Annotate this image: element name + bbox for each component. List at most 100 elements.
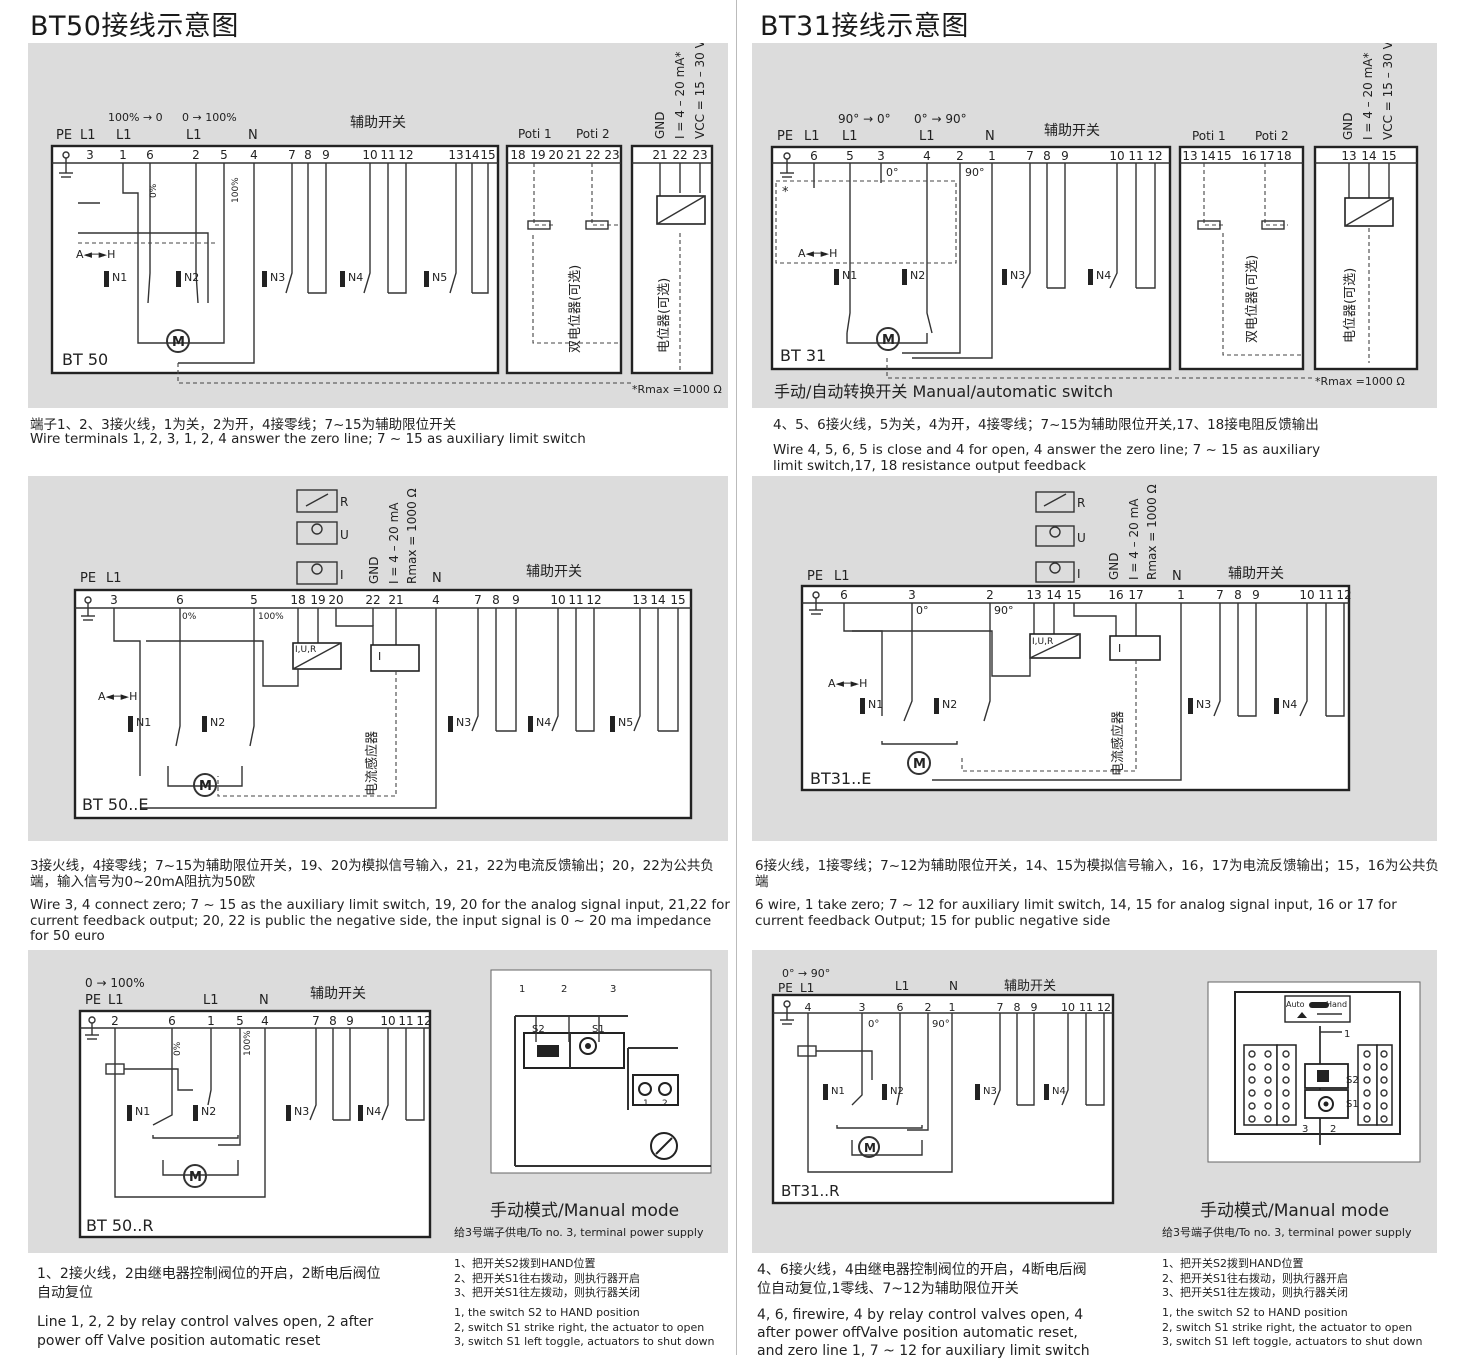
terminal-9: 10 (380, 1014, 395, 1028)
poti-terminal-6: 18 (1276, 149, 1291, 163)
poti-optional-label: 电位器(可选) (1343, 268, 1358, 343)
aux-switch-label: 辅助开关 (1228, 566, 1284, 582)
svg-text:M: M (189, 1170, 202, 1185)
current-source-icon: I (1035, 561, 1081, 583)
svg-text:R: R (1077, 496, 1085, 510)
svg-text:M: M (864, 1141, 876, 1155)
l1-label-a: L1 (108, 993, 124, 1008)
limit-switch-label-4: N4 (1096, 269, 1111, 282)
current-label: I = 4 – 20 mA (1127, 498, 1141, 580)
l1-label-b: L1 (116, 128, 132, 143)
limit-switch-icon (902, 269, 907, 285)
svg-text:U: U (340, 528, 349, 542)
limit-switch-icon (286, 1105, 291, 1121)
iur-label: I,U,R (1032, 637, 1053, 647)
terminal-1: 6 (840, 588, 848, 602)
n-label: N (259, 993, 269, 1008)
caption-bt31-zh: 4、5、6接火线，5为关，4为开，4接零线；7~15为辅助限位开关,17、18接… (773, 417, 1319, 433)
switch-terminal-1: 1 (519, 984, 525, 995)
terminal-7: 8 (1014, 1001, 1021, 1014)
terminal-2: 6 (176, 593, 184, 607)
diagram-bt31: PE L1 L1 L1 N 90° → 0° 0° → 90° 辅助开关 Pot… (770, 40, 1419, 401)
switch-s1-label: S1 (1346, 1099, 1359, 1110)
poti-terminal-3: 15 (1216, 149, 1231, 163)
terminal-10: 11 (398, 1014, 413, 1028)
motor-icon: M (183, 1164, 207, 1188)
aux-switch-label: 辅助开关 (526, 564, 582, 580)
aux-switch-label: 辅助开关 (1044, 123, 1100, 139)
manual-steps-zh-right: 1、把开关S2拨到HAND位置 2、把开关S1往右拨动，则执行器开启 3、把开关… (1162, 1257, 1348, 1301)
iur-label: I,U,R (295, 645, 316, 655)
step-en-2: 2, switch S1 strike right, the actuator … (1162, 1320, 1413, 1334)
earth-icon (780, 152, 794, 178)
model-label: BT31..E (810, 769, 871, 788)
terminal-12: 9 (512, 593, 520, 607)
current-label: I = 4 – 20 mA* (673, 52, 687, 139)
manual-mode-sub-left: 给3号端子供电/To no. 3, terminal power supply (454, 1226, 704, 1239)
terminal-box (78, 1009, 432, 1239)
rmax-note: *Rmax =1000 Ω (632, 383, 722, 396)
terminal-4: 2 (925, 1001, 932, 1014)
poti-terminal-1: 13 (1182, 149, 1197, 163)
manual-switch-illustration (1207, 981, 1421, 1163)
rmax-label: Rmax = 1000 Ω (405, 488, 419, 584)
poti2-label: Poti 2 (576, 127, 610, 141)
caption-bt31r-en: 4, 6, firewire, 4 by relay control valve… (757, 1307, 1090, 1359)
auto-hand-label: A◄─►H (76, 248, 115, 261)
manual-steps-zh-left: 1、把开关S2拨到HAND位置 2、把开关S1往右拨动，则执行器开启 3、把开关… (454, 1257, 640, 1301)
current-sensor-label: 电流感应器 (364, 731, 380, 796)
terminal-3: 6 (146, 148, 154, 162)
terminal-6: 1 (988, 149, 996, 163)
terminal-box (50, 144, 714, 375)
l1-label-a: L1 (804, 129, 820, 144)
limit-switch-icon (882, 1084, 887, 1100)
terminal-6: 7 (312, 1014, 320, 1028)
poti-terminal-2: 19 (530, 148, 545, 162)
caption-bt50r-en: Line 1, 2, 2 by relay control valves ope… (37, 1314, 374, 1349)
limit-switch-label-4: N4 (1052, 1086, 1066, 1097)
auto-label: Auto (1286, 1000, 1305, 1009)
i-block-label: I (378, 650, 381, 663)
terminal-10: 7 (1216, 588, 1224, 602)
terminal-14: 14 (464, 148, 479, 162)
terminal-1: 4 (805, 1001, 812, 1014)
auto-hand-label: A◄─►H (798, 247, 837, 260)
svg-text:M: M (882, 333, 895, 348)
svg-text:M: M (199, 779, 212, 794)
l1-label: L1 (106, 571, 122, 586)
caption-bt50e-en: Wire 3, 4 connect zero; 7 ~ 15 as the au… (30, 897, 730, 944)
terminal-11: 8 (492, 593, 500, 607)
zero-degree-label: 0° (916, 604, 929, 617)
connector-1-label: 1 (643, 1099, 649, 1109)
limit-switch-icon (934, 698, 939, 714)
limit-switch-label-4: N4 (366, 1105, 381, 1118)
hand-label: Hand (1326, 1000, 1347, 1009)
zero-percent-label: 0% (149, 183, 159, 198)
step-en-3: 3, switch S1 left toggle, actuators to s… (1162, 1335, 1423, 1348)
limit-switch-icon (1088, 269, 1093, 285)
terminal-6: 7 (997, 1001, 1004, 1014)
auto-hand-label: A◄─►H (828, 677, 867, 690)
motor-icon: M (858, 1136, 880, 1158)
l1-label: L1 (834, 569, 850, 584)
model-label: BT 50 (62, 350, 108, 369)
title-right: BT31接线示意图 (760, 11, 969, 42)
limit-switch-icon (610, 716, 615, 732)
limit-switch-icon (358, 1105, 363, 1121)
terminal-8: 9 (346, 1014, 354, 1028)
manual-steps-en-right: 1, the switch S2 to HAND position 2, swi… (1162, 1306, 1423, 1350)
terminal-5: 5 (220, 148, 228, 162)
wiring (78, 163, 701, 384)
zero-degree-label: 0° (886, 166, 899, 179)
terminal-12: 12 (398, 148, 413, 162)
poti-terminal-1: 18 (510, 148, 525, 162)
out-terminal-2: 14 (1361, 149, 1376, 163)
